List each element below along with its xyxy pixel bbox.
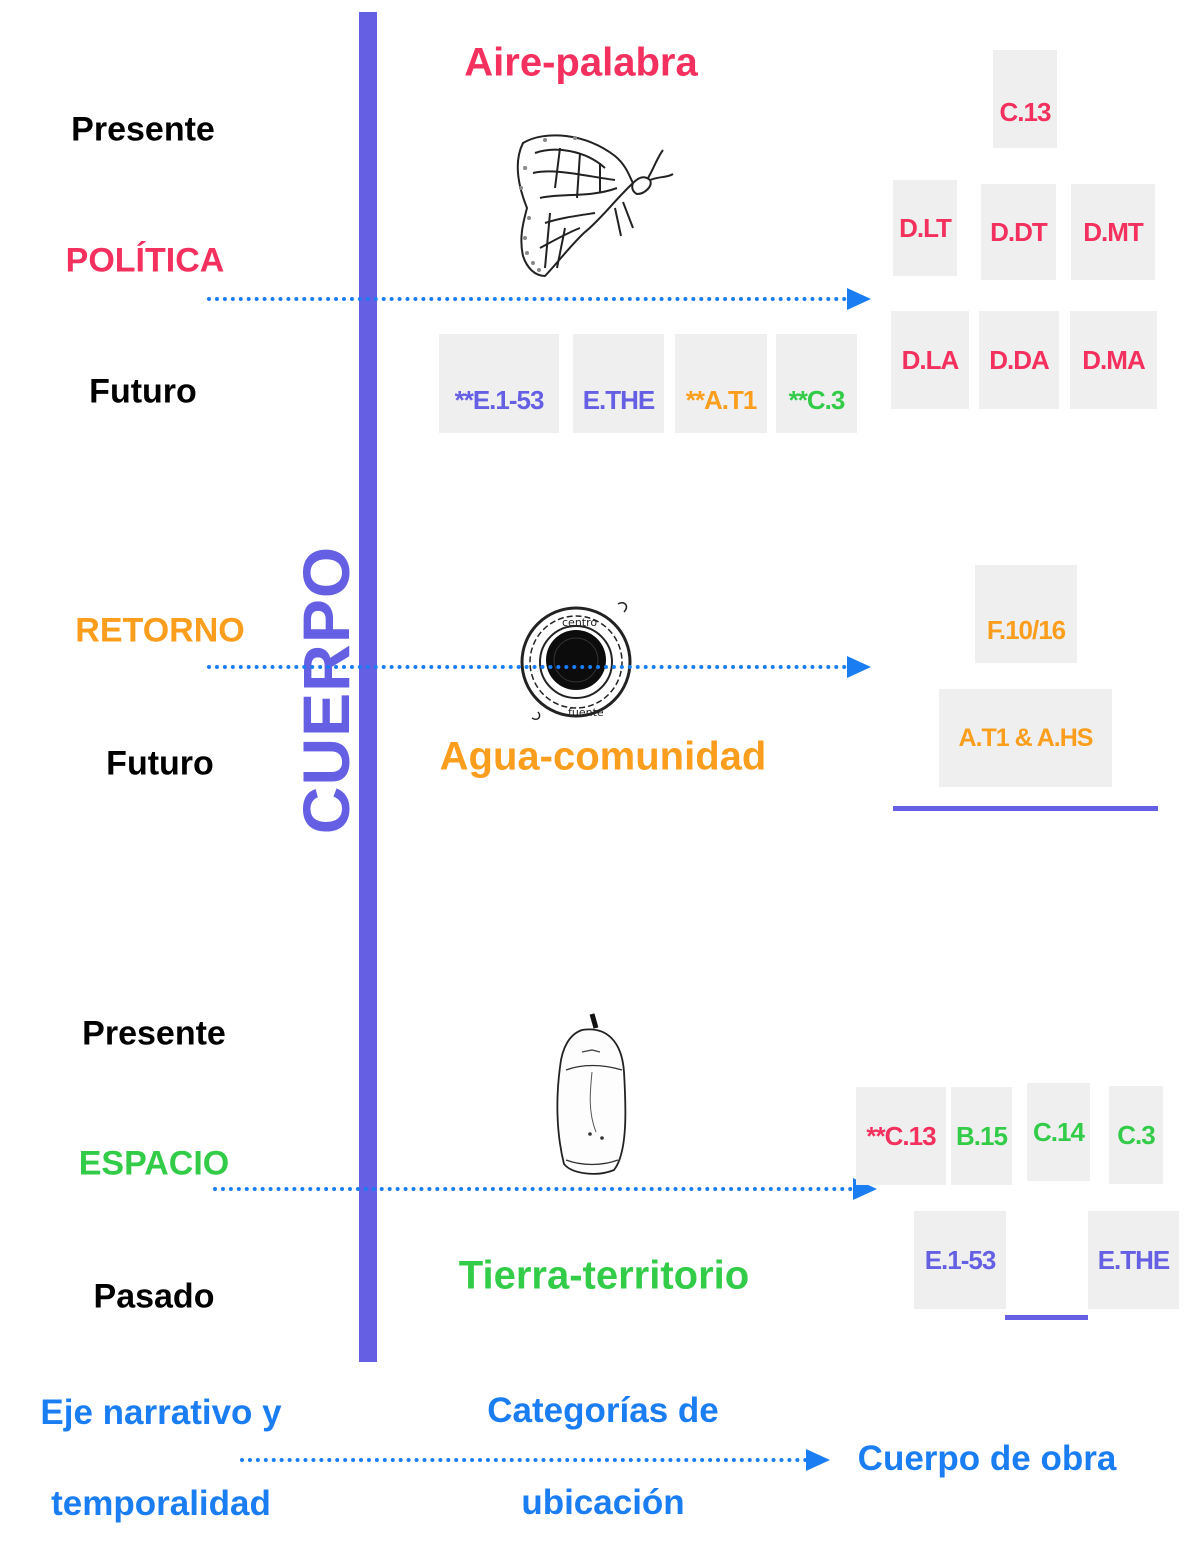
work-b15: B.15 xyxy=(951,1087,1012,1185)
arrow-politica xyxy=(207,288,874,310)
centro-fuente-icon: centro fuente xyxy=(520,601,632,721)
work-c13-top: C.13 xyxy=(993,50,1057,148)
butterfly-icon xyxy=(516,134,674,277)
work-e1-53-politica: **E.1-53 xyxy=(439,334,559,433)
centro-text: centro xyxy=(562,616,597,629)
fuente-text: fuente xyxy=(568,706,604,719)
work-c3-espacio: C.3 xyxy=(1109,1086,1163,1184)
label-pasado: Pasado xyxy=(93,1277,215,1316)
chrysalis-icon xyxy=(556,1013,627,1175)
work-c13-espacio: **C.13 xyxy=(856,1087,946,1185)
footer-categorias-line2: ubicación xyxy=(521,1483,685,1522)
cuerpo-axis-bar xyxy=(359,12,377,1362)
category-agua-comunidad: Agua-comunidad xyxy=(439,734,767,779)
arrow-footer xyxy=(240,1449,834,1471)
espacio-underline xyxy=(1005,1315,1088,1320)
label-espacio: ESPACIO xyxy=(78,1144,230,1183)
work-e1-53-espacio: E.1-53 xyxy=(914,1211,1006,1309)
footer-eje-line1: Eje narrativo y xyxy=(40,1393,282,1432)
work-d-la: D.LA xyxy=(891,311,969,409)
work-d-ma: D.MA xyxy=(1070,311,1157,409)
work-c14: C.14 xyxy=(1027,1083,1090,1181)
footer-eje-line2: temporalidad xyxy=(51,1484,271,1523)
work-d-lt: D.LT xyxy=(893,180,957,276)
label-politica: POLÍTICA xyxy=(65,241,225,280)
work-c3-politica: **C.3 xyxy=(776,334,857,433)
work-at1-politica: **A.T1 xyxy=(675,334,767,433)
work-d-da: D.DA xyxy=(979,311,1059,409)
label-futuro-retorno: Futuro xyxy=(106,744,214,783)
footer-cuerpo-de-obra: Cuerpo de obra xyxy=(857,1439,1117,1478)
work-ethe-politica: E.THE xyxy=(573,334,664,433)
footer-categorias-line1: Categorías de xyxy=(487,1391,719,1430)
cuerpo-axis-label: CUERPO xyxy=(289,545,363,835)
work-at1-ahs: A.T1 & A.HS xyxy=(939,689,1112,787)
arrow-espacio xyxy=(213,1178,879,1200)
label-futuro-politica: Futuro xyxy=(89,372,197,411)
category-aire-palabra: Aire-palabra xyxy=(464,40,698,85)
work-d-dt: D.DT xyxy=(981,184,1056,280)
work-d-mt: D.MT xyxy=(1071,184,1155,280)
work-f10-16: F.10/16 xyxy=(975,565,1077,663)
work-ethe-espacio: E.THE xyxy=(1088,1211,1179,1309)
label-retorno: RETORNO xyxy=(75,611,245,650)
category-tierra-territorio: Tierra-territorio xyxy=(458,1253,750,1298)
arrow-retorno xyxy=(207,656,874,678)
label-presente-bottom: Presente xyxy=(82,1014,226,1053)
retorno-underline xyxy=(893,806,1158,811)
label-presente-top: Presente xyxy=(71,110,215,149)
